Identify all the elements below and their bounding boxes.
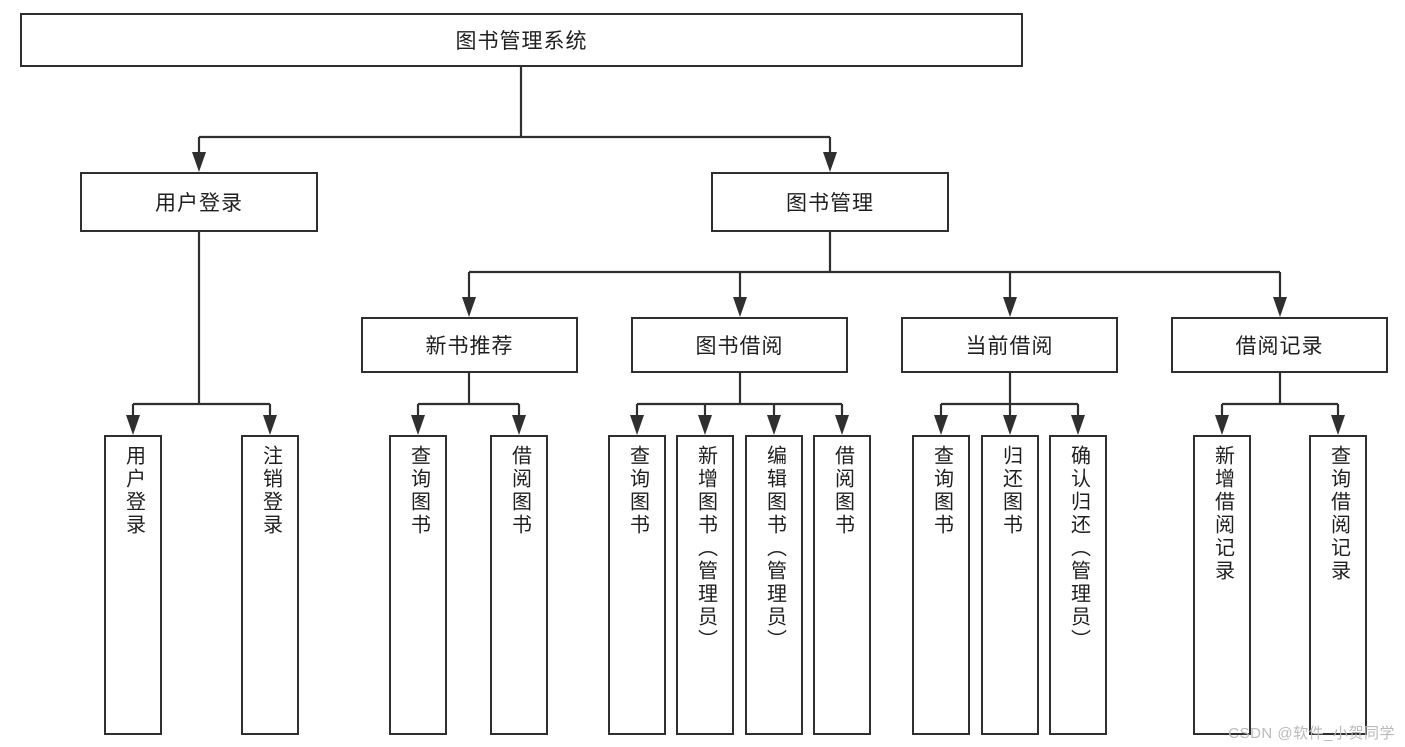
node-user-login-label: 用户登录	[155, 192, 243, 215]
arrow-br-leaf2	[1331, 415, 1345, 435]
leaf-logout-label: 注销登录	[259, 445, 282, 537]
node-book-borrow[interactable]: 图书借阅	[631, 317, 848, 373]
leaf-cb-return-book-label: 归还图书	[999, 445, 1022, 537]
node-new-book-recommend[interactable]: 新书推荐	[361, 317, 578, 373]
arrow-borrow-record	[1273, 297, 1287, 317]
node-root-label: 图书管理系统	[455, 30, 588, 53]
arrow-nb-leaf1	[411, 415, 425, 435]
leaf-nb-query-book[interactable]: 查询图书	[389, 435, 447, 735]
leaf-bb-query-book[interactable]: 查询图书	[608, 435, 666, 735]
leaf-bb-add-book-label: 新增图书（管理员）	[694, 445, 717, 652]
leaf-logout[interactable]: 注销登录	[241, 435, 299, 735]
arrow-user-login	[192, 152, 206, 172]
arrow-cb-leaf3	[1071, 415, 1085, 435]
leaf-br-add-record[interactable]: 新增借阅记录	[1193, 435, 1251, 735]
node-borrow-record[interactable]: 借阅记录	[1171, 317, 1388, 373]
arrow-current-borrow	[1003, 297, 1017, 317]
node-borrow-record-label: 借阅记录	[1235, 335, 1324, 358]
node-current-borrow-label: 当前借阅	[965, 335, 1054, 358]
leaf-user-login-label: 用户登录	[122, 445, 145, 537]
arrow-bb-leaf2	[698, 415, 712, 435]
leaf-bb-borrow-book[interactable]: 借阅图书	[813, 435, 871, 735]
node-book-management-label: 图书管理	[786, 192, 874, 215]
leaf-nb-borrow-book[interactable]: 借阅图书	[490, 435, 548, 735]
arrow-bb-leaf3	[767, 415, 781, 435]
leaf-bb-add-book[interactable]: 新增图书（管理员）	[676, 435, 734, 735]
arrow-br-leaf1	[1215, 415, 1229, 435]
leaf-bb-borrow-book-label: 借阅图书	[831, 445, 854, 537]
arrow-bb-leaf4	[835, 415, 849, 435]
arrow-book-borrow	[733, 297, 747, 317]
node-book-borrow-label: 图书借阅	[695, 335, 784, 358]
leaf-br-query-record[interactable]: 查询借阅记录	[1309, 435, 1367, 735]
arrow-bb-leaf1	[630, 415, 644, 435]
leaf-cb-query-book[interactable]: 查询图书	[912, 435, 970, 735]
csdn-watermark: CSDN @软件_小贺同学	[1228, 725, 1395, 742]
leaf-cb-confirm-return[interactable]: 确认归还（管理员）	[1049, 435, 1107, 735]
arrow-leaf-user-login	[126, 415, 140, 435]
arrow-new-book	[462, 297, 476, 317]
leaf-br-add-record-label: 新增借阅记录	[1211, 445, 1234, 583]
node-book-management[interactable]: 图书管理	[711, 172, 949, 232]
leaf-bb-edit-book-label: 编辑图书（管理员）	[763, 445, 786, 652]
leaf-bb-edit-book[interactable]: 编辑图书（管理员）	[745, 435, 803, 735]
arrow-book-manage	[823, 152, 837, 172]
leaf-bb-query-book-label: 查询图书	[626, 445, 649, 537]
leaf-user-login[interactable]: 用户登录	[104, 435, 162, 735]
node-new-book-recommend-label: 新书推荐	[425, 335, 514, 358]
arrow-cb-leaf1	[934, 415, 948, 435]
leaf-cb-confirm-return-label: 确认归还（管理员）	[1067, 445, 1090, 652]
leaf-nb-query-book-label: 查询图书	[407, 445, 430, 537]
leaf-nb-borrow-book-label: 借阅图书	[508, 445, 531, 537]
arrow-nb-leaf2	[512, 415, 526, 435]
node-user-login[interactable]: 用户登录	[80, 172, 318, 232]
leaf-br-query-record-label: 查询借阅记录	[1327, 445, 1350, 583]
node-root[interactable]: 图书管理系统	[20, 13, 1023, 67]
arrow-cb-leaf2	[1003, 415, 1017, 435]
node-current-borrow[interactable]: 当前借阅	[901, 317, 1118, 373]
arrow-leaf-logout	[263, 415, 277, 435]
leaf-cb-query-book-label: 查询图书	[930, 445, 953, 537]
leaf-cb-return-book[interactable]: 归还图书	[981, 435, 1039, 735]
